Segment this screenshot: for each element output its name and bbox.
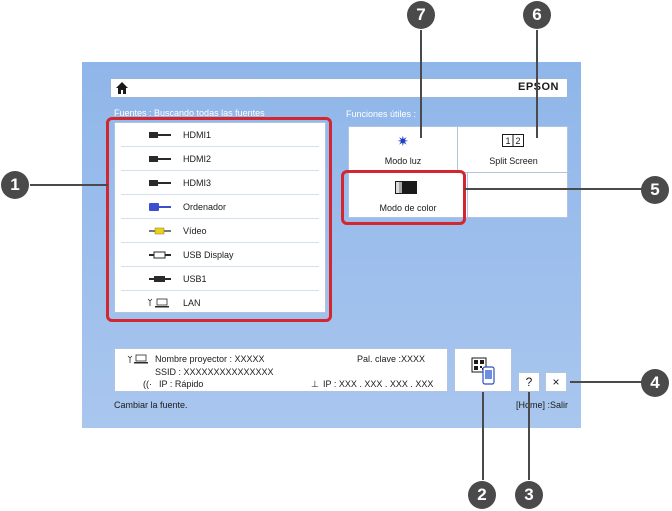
home-icon[interactable] [115,81,129,95]
split-screen-icon: 1 2 [502,134,524,147]
light-mode-icon: ✷ [397,133,409,149]
projector-name: Nombre proyector : XXXXX [155,354,265,364]
callout-3-line [528,392,530,480]
color-mode-label: Modo de color [379,203,437,213]
callout-4-line [570,381,648,383]
top-bar: EPSON [110,78,568,98]
color-mode-button[interactable]: Modo de color [349,173,467,219]
exit-hint: [Home] :Salir [515,400,568,410]
callout-1-line [30,184,108,186]
source-item-lan[interactable]: LAN [121,291,319,315]
svg-text:2: 2 [516,136,521,146]
callout-5: 5 [641,176,669,204]
functions-heading: Funciones útiles : [346,109,417,119]
password: Pal. clave :XXXX [357,354,426,364]
source-label: HDMI2 [183,154,212,164]
hdmi-icon [149,180,171,186]
color-mode-icon [395,181,417,194]
callout-7-line [420,30,422,138]
wired-ip: IP : XXX . XXX . XXX . XXX [323,379,434,389]
color-mode-highlight [341,170,466,225]
source-label: USB1 [183,274,207,284]
qr-phone-icon [471,357,495,385]
wifi-ip: IP : Rápido [159,379,204,389]
split-screen-button[interactable]: 1 2 Split Screen [458,127,569,172]
usb-icon [149,276,171,282]
callout-3: 3 [515,481,543,509]
callout-7: 7 [407,1,435,29]
lan-icon [127,354,148,364]
split-screen-label: Split Screen [489,156,538,166]
source-list-highlight [106,117,332,322]
source-item-hdmi1[interactable]: HDMI1 [121,123,319,147]
callout-6-line [536,30,538,138]
qr-code-button[interactable] [454,348,512,392]
source-item-hdmi2[interactable]: HDMI2 [121,147,319,171]
source-label: Ordenador [183,202,227,212]
source-item-video[interactable]: Vídeo [121,219,319,243]
wifi-icon: ((· [143,379,152,389]
source-item-usb-display[interactable]: USB Display [121,243,319,267]
svg-text:1: 1 [506,136,511,146]
source-label: USB Display [183,250,234,260]
epson-logo: EPSON [517,81,559,93]
sources-heading: Fuentes : Buscando todas las fuentes [114,108,265,118]
status-bar: Cambiar la fuente. [Home] :Salir [110,399,568,413]
light-mode-label: Modo luz [384,156,422,166]
video-port-icon [149,227,171,235]
status-hint: Cambiar la fuente. [114,400,188,410]
source-label: HDMI3 [183,178,212,188]
source-item-hdmi3[interactable]: HDMI3 [121,171,319,195]
source-label: Vídeo [183,226,207,236]
callout-2: 2 [468,481,496,509]
help-button[interactable]: ? [518,372,540,392]
source-item-computer[interactable]: Ordenador [121,195,319,219]
source-label: LAN [183,298,201,308]
hdmi-icon [149,132,171,138]
light-mode-button[interactable]: ✷ Modo luz [349,127,457,172]
source-item-usb1[interactable]: USB1 [121,267,319,291]
grid-divider [457,127,458,173]
computer-port-icon [149,203,171,211]
callout-4: 4 [641,369,669,397]
callout-5-line [464,188,648,190]
ssid: SSID : XXXXXXXXXXXXXXX [155,367,274,377]
lan-icon [147,298,169,308]
usb-display-icon [149,251,171,259]
callout-2-line [482,392,484,480]
hdmi-icon [149,156,171,162]
source-list: HDMI1 HDMI2 HDMI3 Ordenador Vídeo USB Di… [114,122,326,313]
close-button[interactable]: × [545,372,567,392]
source-label: HDMI1 [183,130,212,140]
callout-1: 1 [1,171,29,199]
callout-6: 6 [523,1,551,29]
network-info: Nombre proyector : XXXXX Pal. clave :XXX… [114,348,448,392]
grid-divider [467,173,468,219]
wired-network-icon: ⊥ [311,379,319,389]
